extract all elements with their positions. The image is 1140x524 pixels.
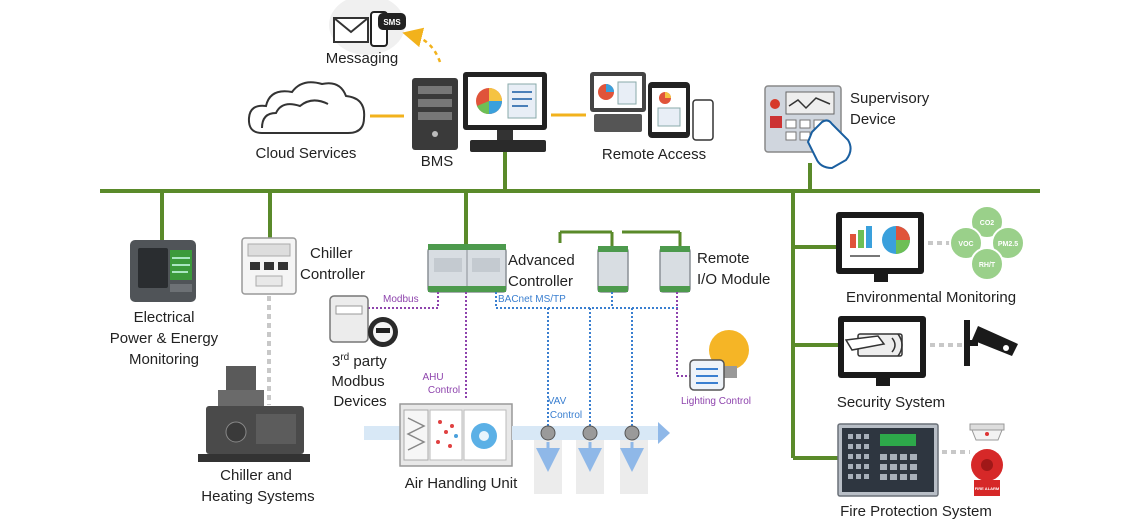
air-quality-sensor-icon: CO2 VOC PM2.5 RH/T	[949, 205, 1025, 281]
fire-panel-icon	[837, 423, 939, 497]
power-meter-icon	[130, 240, 196, 302]
bms-label: BMS	[421, 153, 454, 170]
chiller-controller-label-line1: Chiller	[310, 245, 353, 262]
remote-access-label: Remote Access	[602, 146, 706, 163]
sensor-voc-label: VOC	[958, 241, 973, 248]
bacnet-label: BACnet MS/TP	[498, 294, 566, 305]
sensor-pm-label: PM2.5	[998, 241, 1018, 248]
cloud-services-label: Cloud Services	[256, 145, 357, 162]
environmental-monitor-icon	[836, 212, 924, 282]
supervisory-label-line1: Supervisory	[850, 90, 930, 107]
ahu-label: Air Handling Unit	[405, 475, 518, 492]
third-party-label-line3: Devices	[333, 393, 386, 410]
electrical-label-line2: Power & Energy	[110, 330, 219, 347]
advanced-controller-label-line2: Controller	[508, 273, 573, 290]
advanced-controller-icon	[427, 244, 507, 293]
bms-monitor-icon	[463, 72, 547, 152]
third-party-label-line1: 3rd party	[332, 352, 387, 370]
ahu-control-label-line1: AHU	[422, 372, 443, 383]
phone-sms-icon: SMS	[370, 11, 406, 47]
modbus-wiring	[368, 292, 467, 398]
remote-access-icon	[590, 72, 714, 141]
messaging-label: Messaging	[326, 50, 399, 67]
security-system-label: Security System	[837, 394, 945, 411]
chiller-heating-label-line2: Heating Systems	[201, 488, 314, 505]
chiller-heating-icon	[198, 366, 310, 462]
fire-alarm-text: FIRE ALARM	[975, 486, 1000, 491]
sensor-rh-label: RH/T	[979, 262, 996, 269]
chiller-controller-label-line2: Controller	[300, 266, 365, 283]
sensor-co2-label: CO2	[980, 220, 995, 227]
security-camera-icon	[964, 320, 1018, 366]
chiller-controller-icon	[241, 237, 297, 295]
security-monitor-icon	[838, 316, 926, 386]
advanced-controller-label-line1: Advanced	[508, 252, 575, 269]
environmental-monitoring-label: Environmental Monitoring	[846, 289, 1016, 306]
fire-bell-icon: FIRE ALARM	[971, 449, 1003, 496]
cloud-icon	[247, 81, 366, 134]
messaging-group: SMS Messaging	[326, 0, 442, 67]
chiller-heating-label-line1: Chiller and	[220, 467, 292, 484]
bms-tower-icon	[412, 78, 458, 150]
supervisory-device-icon	[764, 85, 852, 170]
air-handling-unit-icon	[364, 403, 670, 494]
electrical-label-line3: Monitoring	[129, 351, 199, 368]
third-party-label-line2: Modbus	[331, 373, 384, 390]
lighting-control-icon	[689, 330, 749, 391]
remote-io-module-icon	[597, 246, 691, 293]
lighting-control-label: Lighting Control	[681, 396, 751, 407]
lighting-wiring	[676, 292, 690, 377]
network-bus	[100, 143, 1040, 460]
remote-io-label-line1: Remote	[697, 250, 750, 267]
vav-control-label-line2: Control	[550, 410, 582, 421]
envelope-icon	[333, 17, 369, 43]
remote-io-label-line2: I/O Module	[697, 271, 770, 288]
modbus-label: Modbus	[383, 294, 419, 305]
modbus-meter-icon	[329, 295, 398, 347]
supervisory-label-line2: Device	[850, 111, 896, 128]
bacnet-wiring	[495, 292, 680, 428]
smoke-detector-icon	[969, 423, 1005, 441]
vav-control-label-line1: VAV	[548, 396, 567, 407]
fire-protection-label: Fire Protection System	[840, 503, 992, 520]
messaging-arrow	[402, 27, 442, 63]
electrical-label-line1: Electrical	[134, 309, 195, 326]
sms-label: SMS	[383, 18, 401, 27]
ahu-control-label-line2: Control	[428, 385, 460, 396]
